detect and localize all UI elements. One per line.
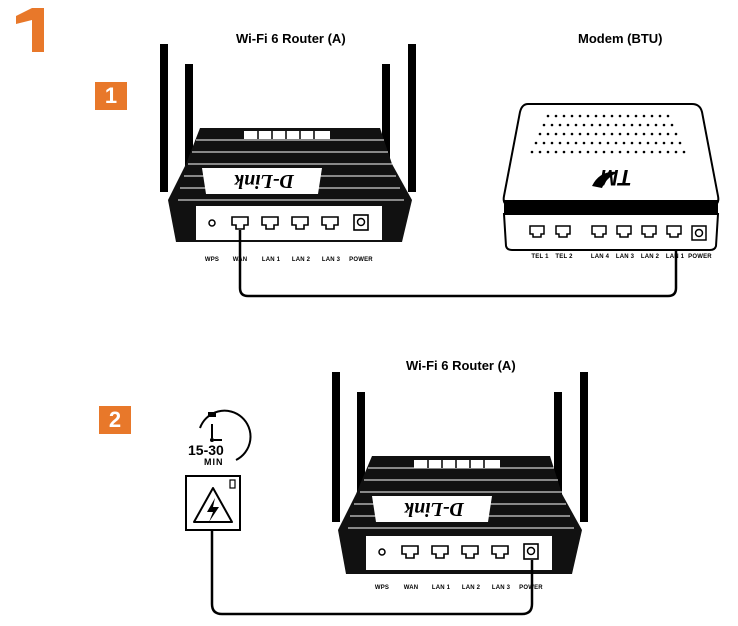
router-b-port-lan1: LAN 1 (431, 585, 451, 591)
modem-port-lan1: LAN 1 (665, 254, 685, 260)
router-b-port-wan: WAN (403, 585, 419, 591)
modem-port-lan2: LAN 2 (640, 254, 660, 260)
modem-port-lan4: LAN 4 (590, 254, 610, 260)
router-a-port-lan1: LAN 1 (261, 257, 281, 263)
step-2-badge: 2 (99, 406, 131, 434)
step-1-badge: 1 (95, 82, 127, 110)
modem-port-tel2: TEL 2 (555, 254, 573, 260)
router-b-port-power: POWER (519, 585, 543, 591)
router-a-title: Wi-Fi 6 Router (A) (236, 31, 346, 46)
router-b-port-lan2: LAN 2 (461, 585, 481, 591)
timer-unit: MIN (204, 457, 224, 467)
modem-title: Modem (BTU) (578, 31, 663, 46)
router-a-port-power: POWER (349, 257, 373, 263)
router-a-port-wan: WAN (232, 257, 248, 263)
router-b-port-lan3: LAN 3 (491, 585, 511, 591)
modem-port-power: POWER (688, 254, 712, 260)
router-b-title: Wi-Fi 6 Router (A) (406, 358, 516, 373)
modem-port-lan3: LAN 3 (615, 254, 635, 260)
modem-port-tel1: TEL 1 (531, 254, 549, 260)
timer-value: 15-30 (188, 442, 224, 458)
router-a-port-lan2: LAN 2 (291, 257, 311, 263)
router-b-port-wps: WPS (374, 585, 390, 591)
router-a-port-lan3: LAN 3 (321, 257, 341, 263)
router-a-port-wps: WPS (204, 257, 220, 263)
